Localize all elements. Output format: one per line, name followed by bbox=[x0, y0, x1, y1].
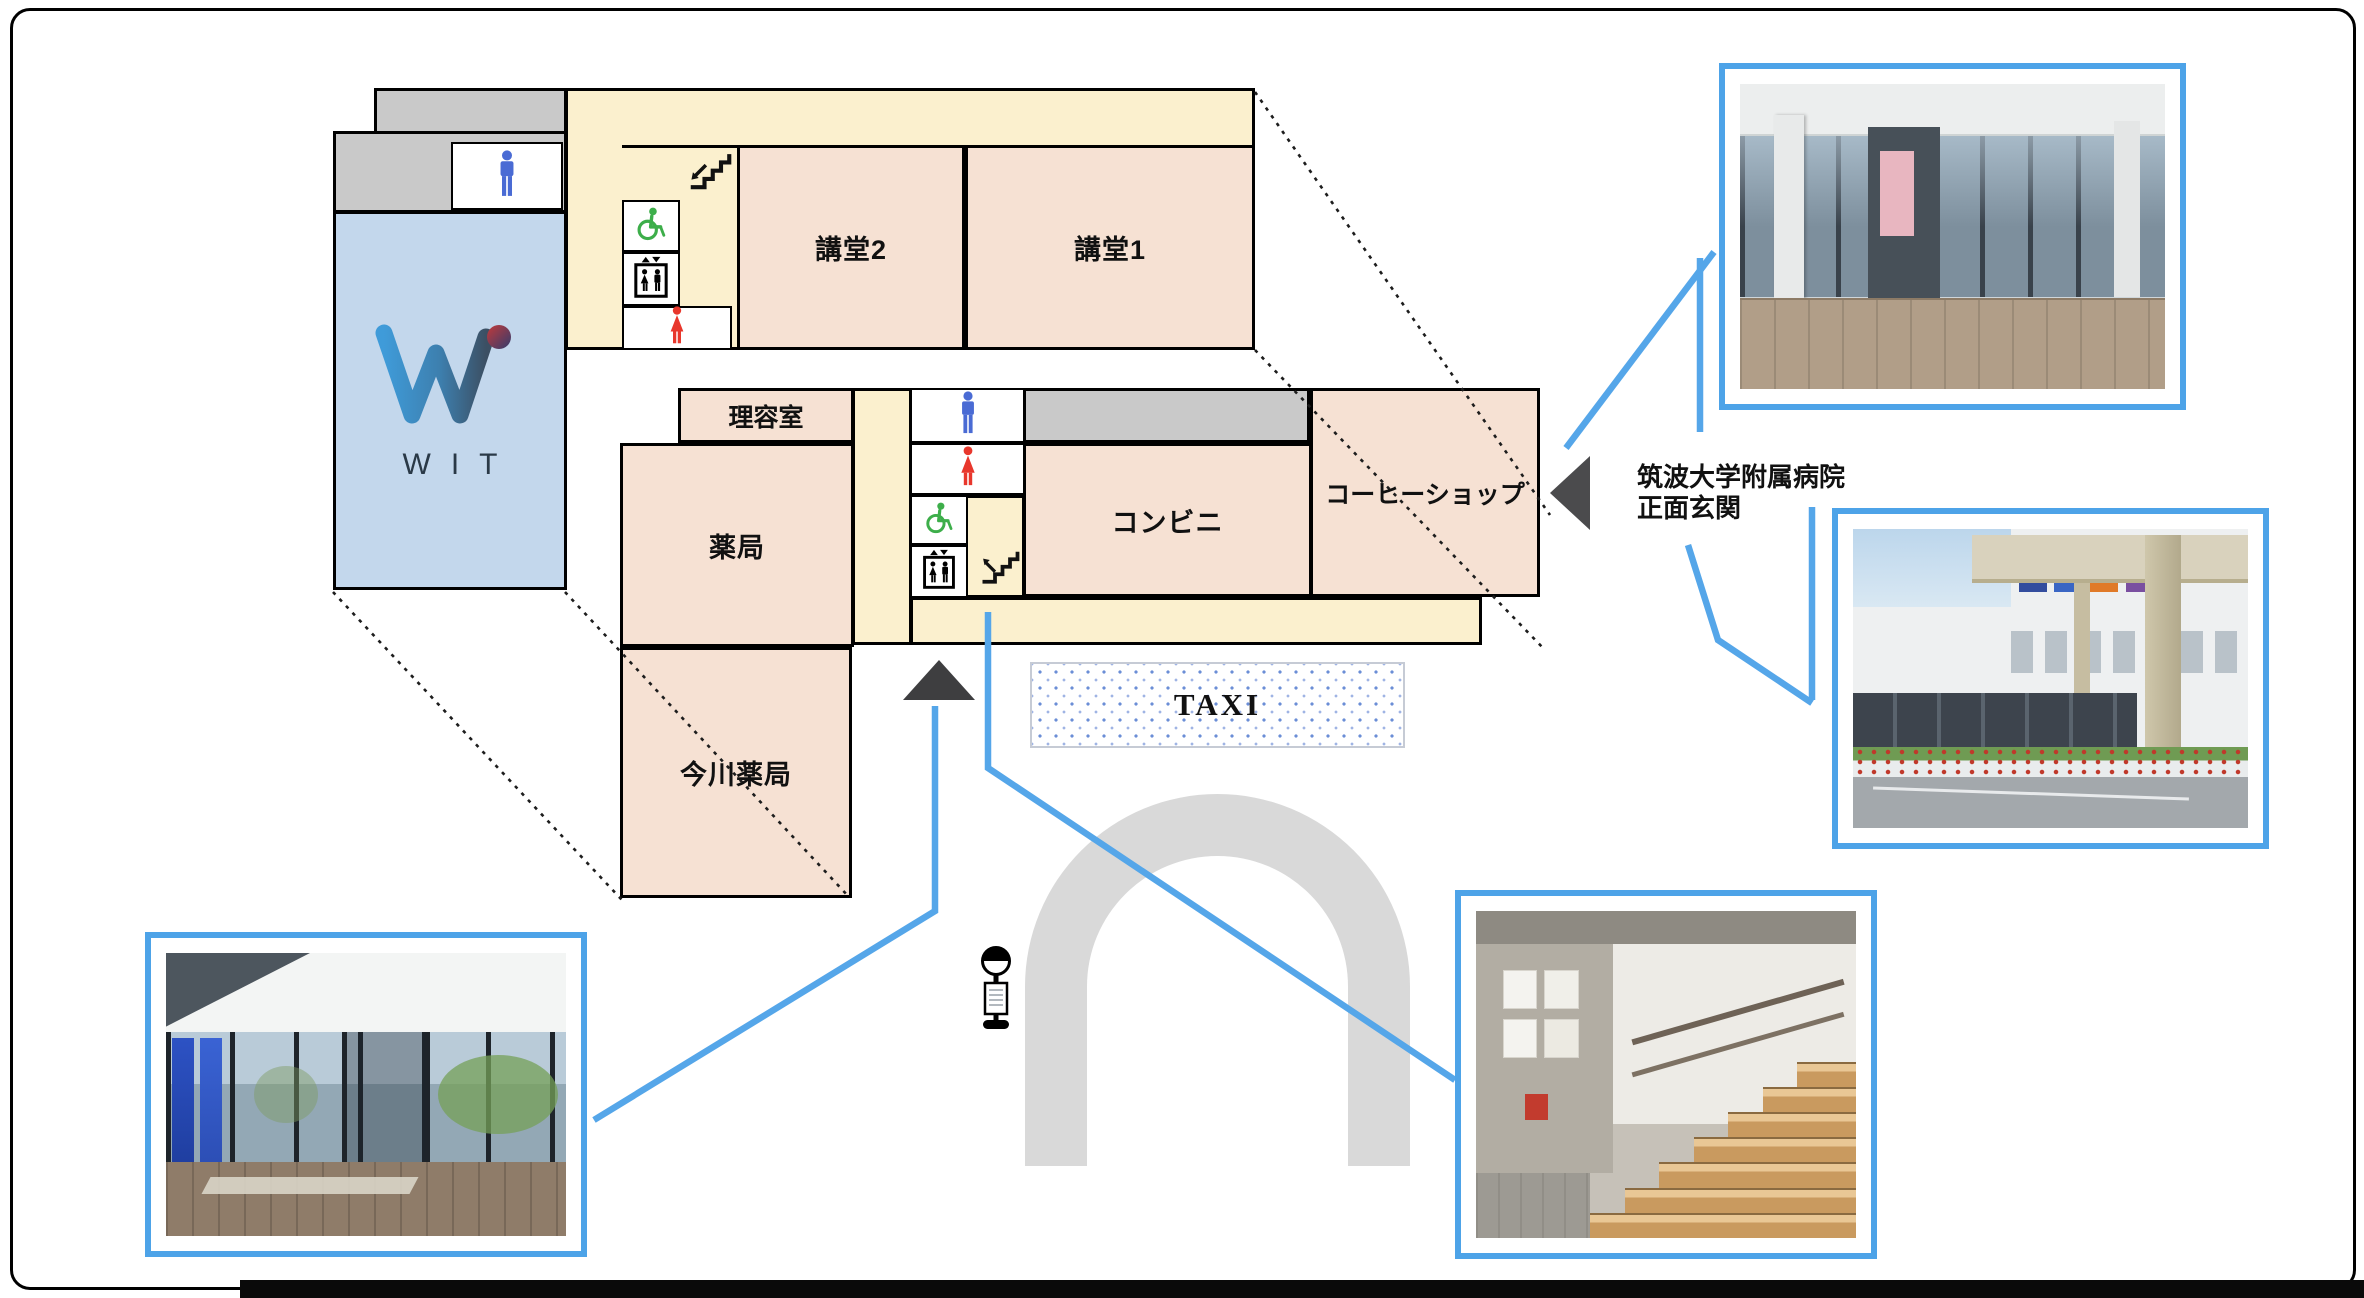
wheelchair-restroom-box-lower bbox=[910, 495, 968, 545]
driveway-road bbox=[1025, 794, 1410, 1166]
room-label: コンビニ bbox=[1111, 507, 1224, 538]
photo-hospital-main-entrance bbox=[1832, 508, 2269, 849]
annotation-line1: 筑波大学附属病院 bbox=[1637, 462, 1846, 492]
womens-restroom-icon bbox=[958, 445, 978, 493]
bus-stop-icon bbox=[981, 946, 1011, 1029]
room-pharmacy: 薬局 bbox=[620, 443, 854, 647]
room-label: 講堂1 bbox=[1073, 235, 1147, 265]
lower-corridor bbox=[852, 388, 912, 645]
wit-logo-icon bbox=[372, 315, 522, 435]
womens-restroom-icon bbox=[667, 305, 687, 351]
elevator-icon bbox=[921, 549, 957, 594]
entrance-arrow-up-icon bbox=[903, 660, 975, 700]
wheelchair-accessible-icon bbox=[634, 207, 668, 246]
photo-interior-staircase bbox=[1455, 890, 1877, 1259]
room-lecture-hall-1: 講堂1 bbox=[965, 145, 1255, 350]
elevator-icon bbox=[632, 256, 670, 303]
restroom-box-female-lower bbox=[910, 443, 1025, 495]
restroom-box-male-upper bbox=[451, 142, 563, 210]
photo-wit-building-entrance bbox=[145, 932, 587, 1257]
mens-restroom-icon bbox=[958, 391, 978, 440]
room-label: 理容室 bbox=[728, 403, 804, 432]
room-label: 講堂2 bbox=[814, 235, 888, 265]
wheelchair-accessible-icon bbox=[923, 502, 955, 539]
room-convenience-store: コンビニ bbox=[1023, 443, 1312, 597]
room-lecture-hall-2: 講堂2 bbox=[737, 145, 965, 350]
wheelchair-restroom-box-upper bbox=[622, 200, 680, 252]
lower-corridor-strip bbox=[910, 597, 1482, 645]
room-imagawa-pharmacy: 今川薬局 bbox=[620, 647, 852, 898]
hospital-entrance-annotation: 筑波大学附属病院 正面玄関 bbox=[1637, 462, 1845, 524]
room-label: 薬局 bbox=[709, 532, 765, 563]
photo-content bbox=[1740, 84, 2165, 389]
taxi-label: TAXI bbox=[1173, 687, 1262, 722]
direction-arrow-left-icon bbox=[1550, 456, 1590, 530]
room-coffee-shop: コーヒーショップ bbox=[1310, 388, 1540, 597]
wit-logo-text: WIT bbox=[402, 448, 518, 481]
stairs-down-icon bbox=[686, 150, 734, 194]
photo-content bbox=[166, 953, 566, 1236]
room-label: 今川薬局 bbox=[680, 760, 792, 790]
corridor-divider-line bbox=[622, 145, 740, 148]
photo-hospital-entrance-portico bbox=[1719, 63, 2186, 410]
elevator-box-lower bbox=[910, 545, 968, 598]
restroom-box-male-lower bbox=[910, 388, 1025, 443]
photo-content bbox=[1853, 529, 2248, 828]
mens-restroom-icon bbox=[496, 149, 518, 203]
taxi-stand-area: TAXI bbox=[1030, 662, 1405, 748]
room-barber: 理容室 bbox=[678, 388, 854, 443]
stairs-up-icon bbox=[978, 548, 1022, 588]
restroom-box-female-upper bbox=[622, 305, 732, 351]
elevator-box-upper bbox=[622, 252, 680, 306]
room-label: コーヒーショップ bbox=[1325, 480, 1525, 509]
photo-content bbox=[1476, 911, 1856, 1238]
bottom-edge-bar bbox=[240, 1280, 2364, 1298]
gray-area-lower bbox=[1023, 388, 1310, 443]
gray-area-upper-a bbox=[374, 88, 567, 136]
annotation-line2: 正面玄関 bbox=[1637, 493, 1742, 523]
